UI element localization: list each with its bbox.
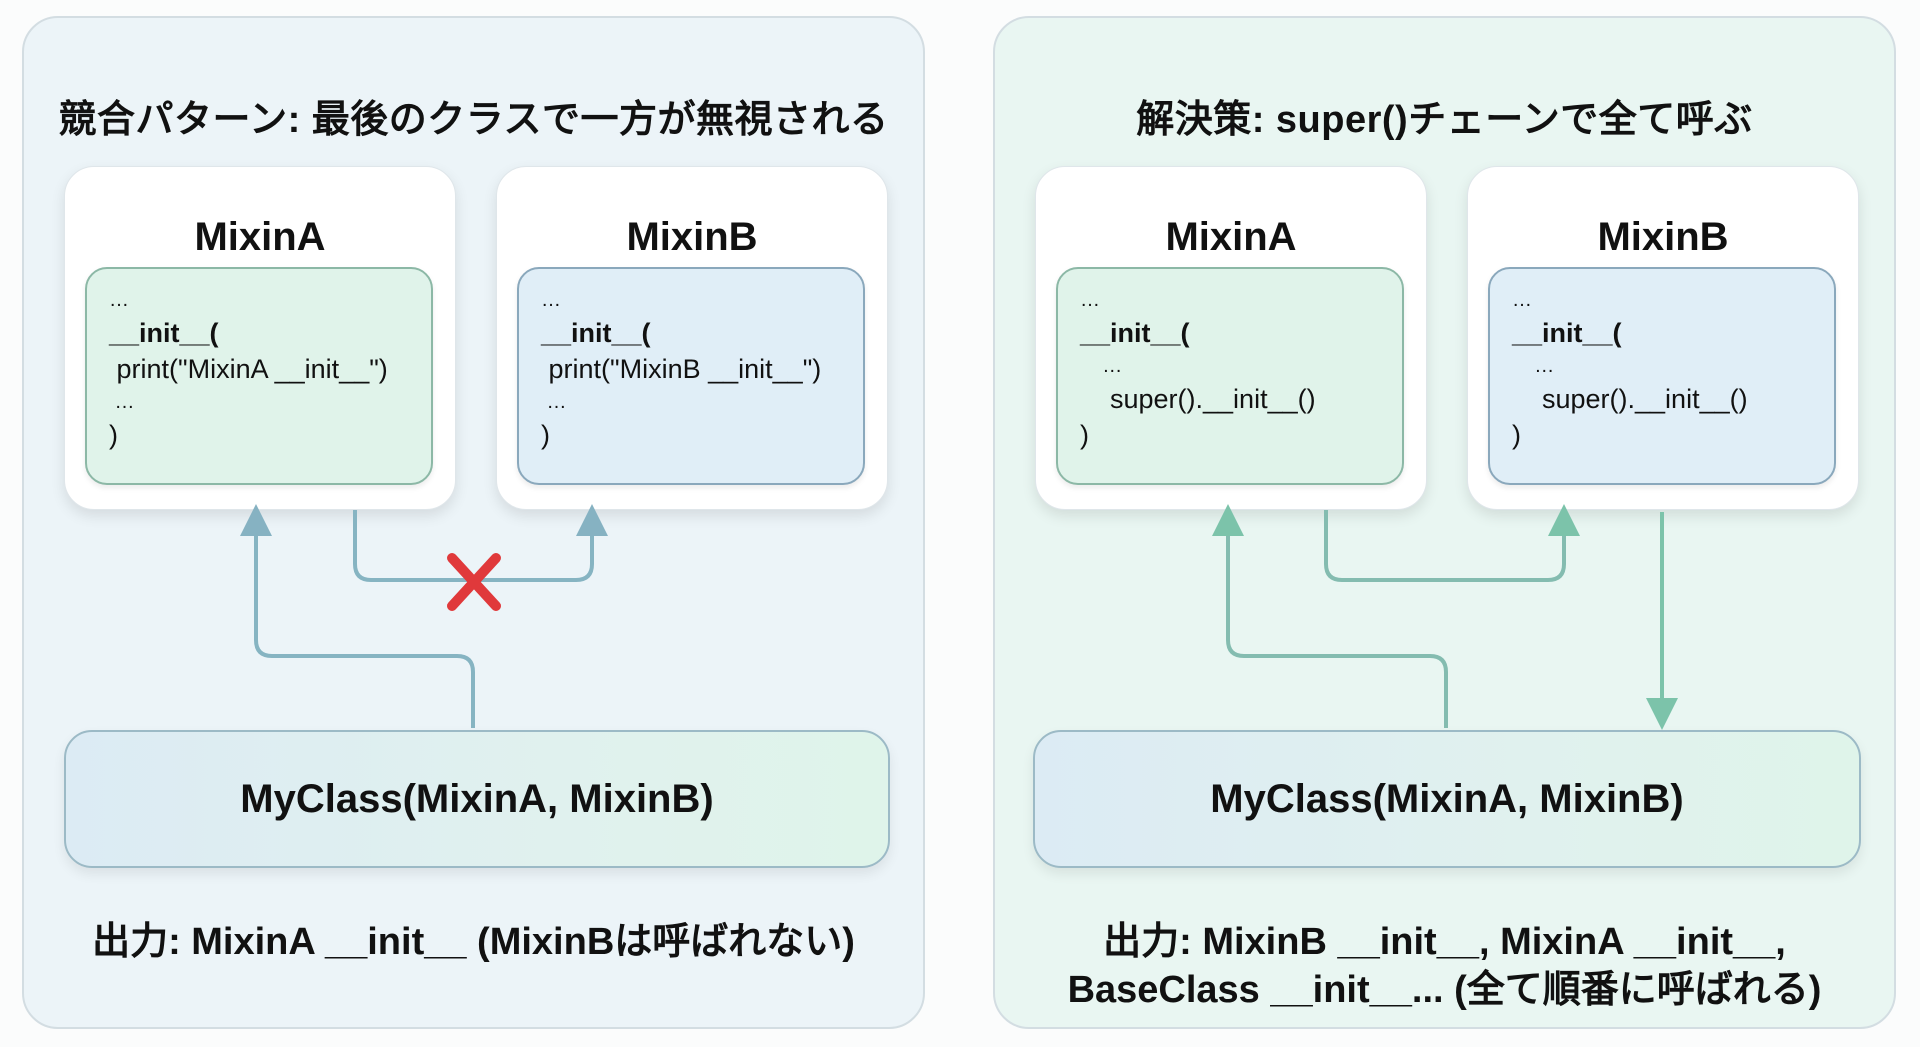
code-line: … (541, 289, 561, 311)
card-title: MixinA (1165, 215, 1297, 259)
code-line: ) (541, 420, 550, 450)
output-text-line-1: 出力: MixinB __init__, MixinA __init__, (1103, 921, 1786, 963)
card-title: MixinB (626, 215, 758, 259)
code-line: super().__init__() (1512, 384, 1748, 414)
code-line: ) (109, 420, 118, 450)
conflict-pattern-panel: 競合パターン: 最後のクラスで一方が無視される MixinA … __init_… (22, 16, 925, 1029)
mixin-b-card: MixinB … __init__( print("MixinB __init_… (496, 166, 888, 510)
code-block: … __init__( … super().__init__() ) (1056, 267, 1404, 485)
myclass-box: MyClass(MixinA, MixinB) (1033, 730, 1861, 868)
code-line: … (109, 391, 135, 413)
code-line: … (541, 391, 567, 413)
myclass-box: MyClass(MixinA, MixinB) (64, 730, 890, 868)
code-line: … (1512, 355, 1555, 377)
output-text-line-2: BaseClass __init__... (全て順番に呼ばれる) (1067, 969, 1822, 1011)
mixin-a-card: MixinA … __init__( print("MixinA __init_… (64, 166, 456, 510)
code-line: __init__( (1512, 318, 1622, 348)
arrow-myclass-to-mixin-a (1212, 504, 1448, 728)
code-line: ) (1080, 420, 1089, 450)
arrow-mixin-a-super-to-mixin-b (1324, 504, 1580, 582)
code-block: … __init__( … super().__init__() ) (1488, 267, 1836, 485)
code-line: __init__( (1080, 318, 1190, 348)
x-mark-icon (447, 553, 501, 611)
arrow-myclass-to-mixin-a (240, 504, 475, 728)
solution-panel: 解決策: super()チェーンで全て呼ぶ MixinA … __init__(… (993, 16, 1896, 1029)
code-line: … (1080, 289, 1100, 311)
panel-title: 解決策: super()チェーンで全て呼ぶ (1136, 99, 1753, 141)
code-block: … __init__( print("MixinB __init__") … ) (517, 267, 865, 485)
code-line: print("MixinA __init__") (109, 354, 388, 384)
code-line: ) (1512, 420, 1521, 450)
code-line: __init__( (109, 318, 219, 348)
code-block: … __init__( print("MixinA __init__") … ) (85, 267, 433, 485)
code-line: … (1080, 355, 1123, 377)
card-title: MixinA (194, 215, 326, 259)
code-line: __init__( (541, 318, 651, 348)
code-line: … (109, 289, 129, 311)
mixin-a-card: MixinA … __init__( … super().__init__() … (1035, 166, 1427, 510)
output-text: 出力: MixinA __init__ (MixinBは呼ばれない) (92, 921, 855, 963)
panel-title: 競合パターン: 最後のクラスで一方が無視される (58, 99, 889, 141)
code-line: super().__init__() (1080, 384, 1316, 414)
card-title: MixinB (1597, 215, 1729, 259)
code-line: … (1512, 289, 1532, 311)
mixin-b-card: MixinB … __init__( … super().__init__() … (1467, 166, 1859, 510)
arrow-mixin-a-to-mixin-b-blocked (353, 504, 608, 582)
code-line: print("MixinB __init__") (541, 354, 822, 384)
